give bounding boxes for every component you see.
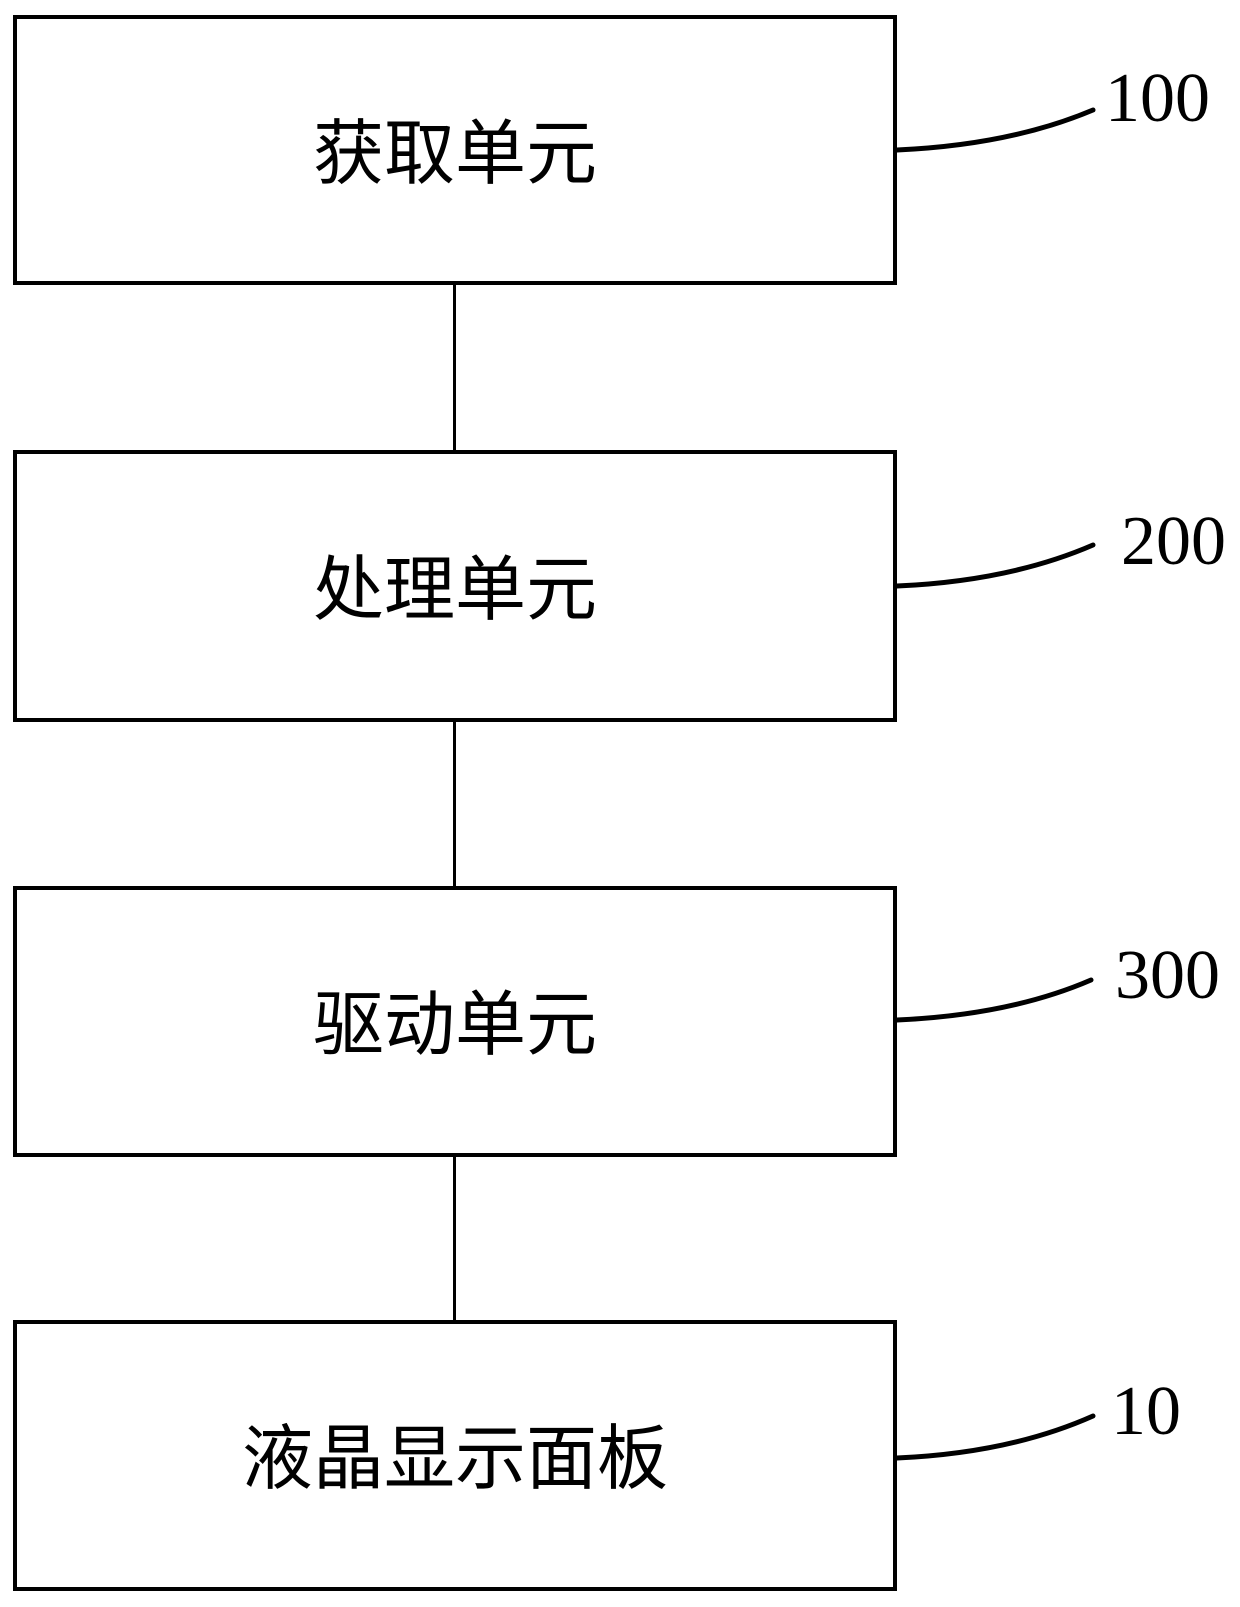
ref-number-100: 100 bbox=[1105, 60, 1210, 137]
ref-number-10: 10 bbox=[1111, 1373, 1181, 1450]
block-lcd-panel: 液晶显示面板 bbox=[13, 1320, 897, 1591]
leader-line-200 bbox=[894, 542, 1096, 589]
block-driving-unit: 驱动单元 bbox=[13, 886, 897, 1157]
block-lcd-panel-label: 液晶显示面板 bbox=[241, 1421, 668, 1499]
connector-line-2 bbox=[453, 722, 456, 886]
block-acquisition-unit: 获取单元 bbox=[13, 15, 897, 285]
ref-number-200: 200 bbox=[1121, 503, 1226, 580]
block-driving-unit-label: 驱动单元 bbox=[312, 987, 597, 1065]
block-processing-unit-label: 处理单元 bbox=[312, 551, 597, 630]
block-processing-unit: 处理单元 bbox=[13, 450, 897, 722]
connector-line-3 bbox=[453, 1157, 456, 1320]
leader-line-100 bbox=[894, 107, 1096, 153]
leader-line-10 bbox=[894, 1413, 1096, 1461]
block-acquisition-unit-label: 获取单元 bbox=[312, 115, 597, 194]
ref-number-300: 300 bbox=[1115, 937, 1220, 1014]
connector-line-1 bbox=[453, 285, 456, 450]
leader-line-300 bbox=[894, 977, 1094, 1023]
